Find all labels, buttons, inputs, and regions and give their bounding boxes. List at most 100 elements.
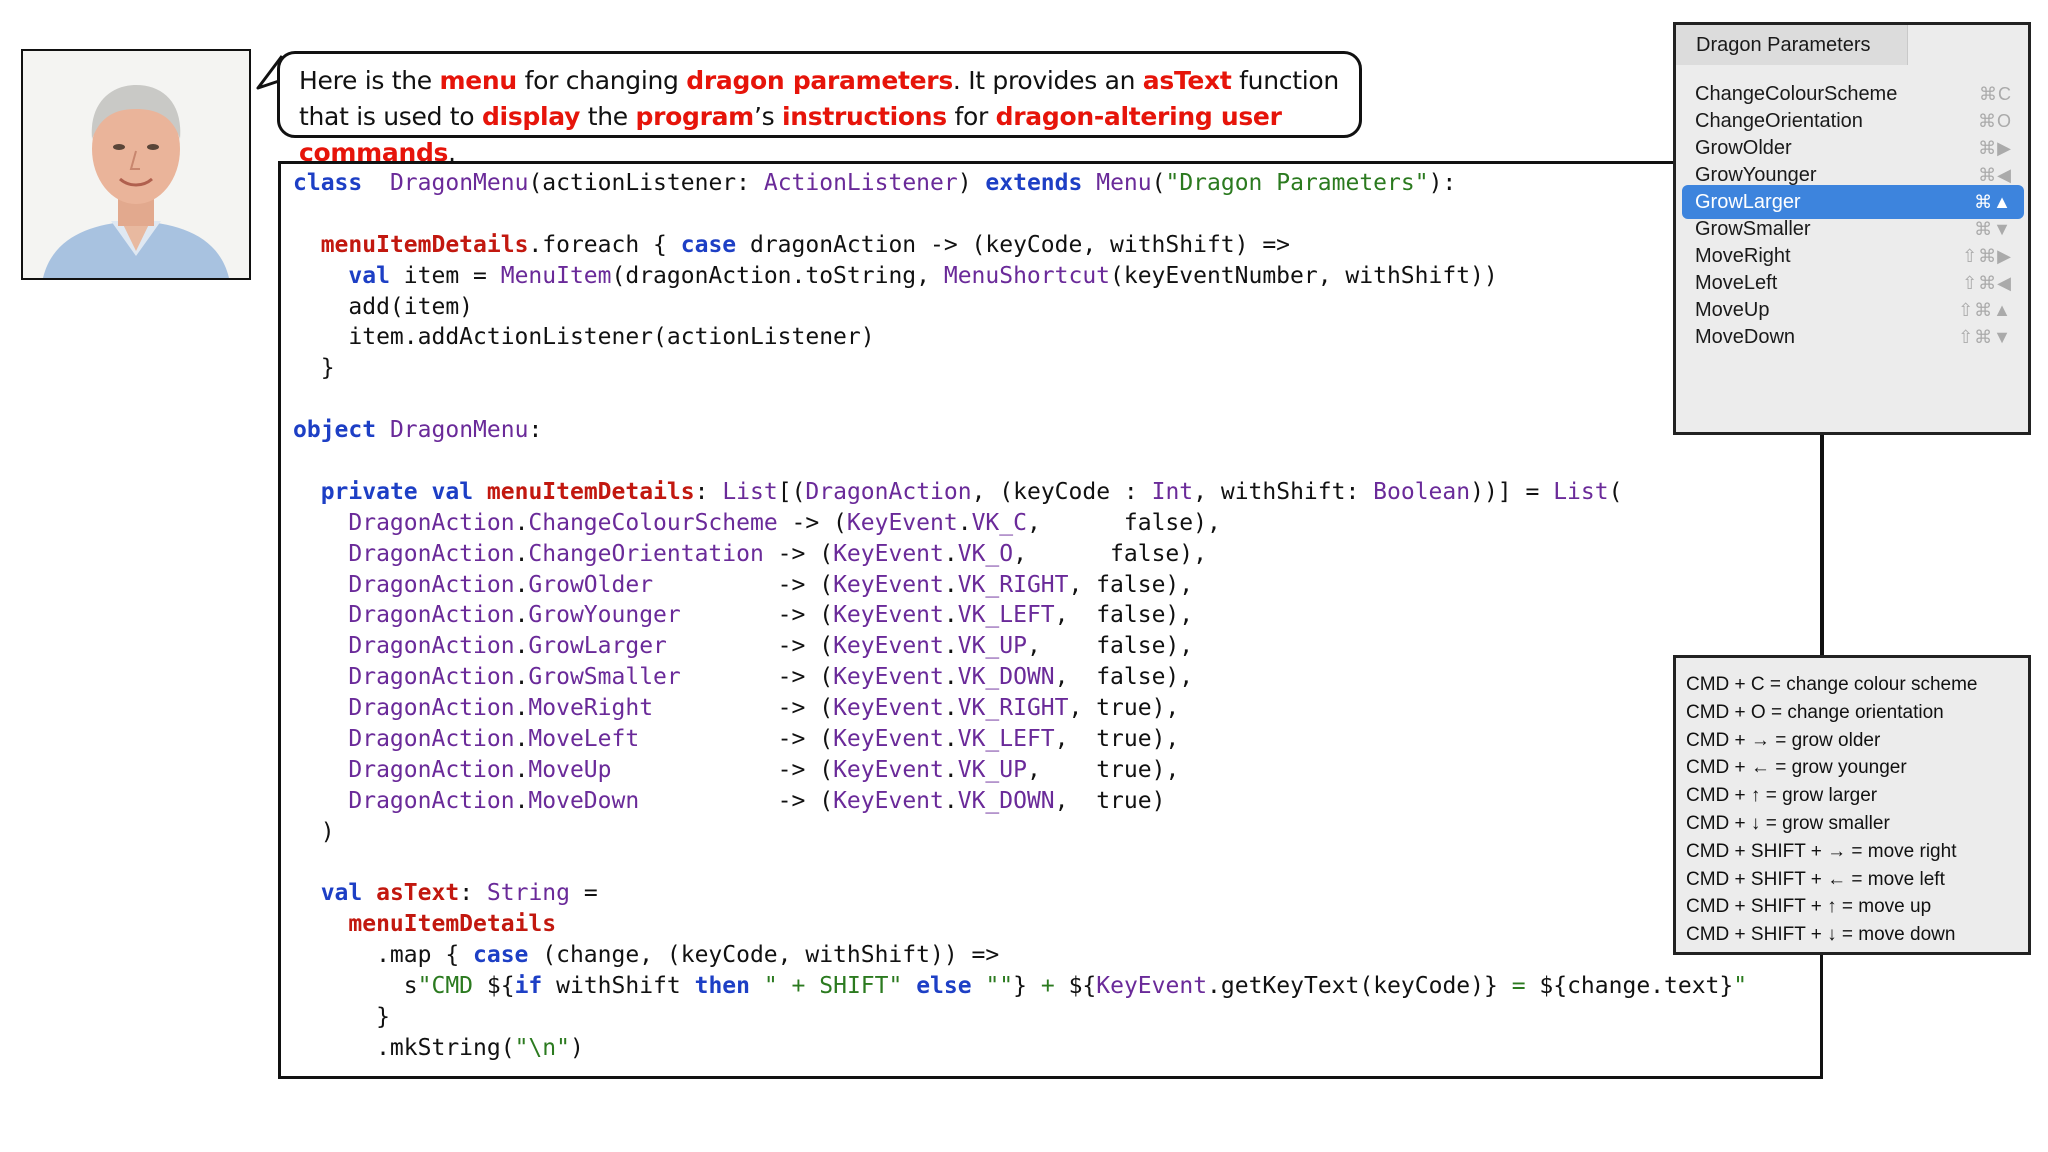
code-token: , true), <box>1068 695 1180 722</box>
menu-item-label: MoveLeft <box>1695 272 1778 294</box>
bubble-text: the <box>580 102 636 131</box>
code-token: class <box>293 170 363 196</box>
code-token: : <box>528 417 543 444</box>
instruction-line: CMD + C = change colour scheme <box>1686 674 1978 695</box>
menu-item-moveup[interactable]: MoveUp⇧⌘▲ <box>1682 293 2024 327</box>
code-token: VK_UP <box>957 756 1027 783</box>
menu-title[interactable]: Dragon Parameters <box>1676 25 1908 65</box>
highlighted-term: instructions <box>781 102 947 131</box>
code-token <box>293 633 348 659</box>
highlighted-term: display <box>481 102 581 131</box>
code-token: DragonAction <box>348 664 515 691</box>
instruction-line: CMD + SHIFT + ↑ = move up <box>1686 896 1932 918</box>
code-token: GrowLarger <box>528 633 667 660</box>
code-token: val <box>348 262 390 289</box>
instruction-line: CMD + ↑ = grow larger <box>1686 785 1878 807</box>
code-token: . <box>943 695 958 722</box>
menu-item-changecolourscheme[interactable]: ChangeColourScheme⌘C <box>1682 77 2024 111</box>
code-line: object DragonMenu: <box>293 415 1747 446</box>
instruction-line: CMD + SHIFT + → = move right <box>1686 840 1957 862</box>
code-token <box>293 726 348 752</box>
code-token: add(item) <box>293 293 474 320</box>
code-token: } <box>1013 973 1041 1000</box>
shortcut-icon: ⇧⌘◀ <box>1962 273 2012 293</box>
code-line: } <box>293 1002 1747 1033</box>
code-token: + <box>1040 973 1069 1000</box>
code-token: else <box>916 973 972 1000</box>
code-token <box>293 602 348 628</box>
code-token: MoveDown <box>528 787 640 814</box>
menu-item-label: GrowSmaller <box>1695 218 1811 240</box>
code-token: . <box>514 509 529 536</box>
code-line: val asText: String = <box>293 878 1747 909</box>
menu-item-growolder[interactable]: GrowOlder⌘▶ <box>1682 131 2024 165</box>
code-token: : <box>459 880 487 907</box>
code-token: , withShift: <box>1193 478 1374 505</box>
code-token <box>293 788 348 814</box>
code-token: VK_DOWN <box>957 787 1055 814</box>
code-token: case <box>680 231 737 258</box>
code-token: (keyEventNumber, withShift)) <box>1110 262 1498 289</box>
code-token: MenuItem <box>500 262 612 289</box>
code-token: . <box>943 787 958 814</box>
menu-item-label: GrowYounger <box>1695 164 1817 186</box>
code-token: (change, (keyCode, withShift)) => <box>528 942 1000 969</box>
code-token: if <box>514 973 543 1000</box>
code-token: -> ( <box>680 664 834 691</box>
code-token: VK_LEFT <box>957 602 1055 629</box>
code-token: . <box>943 633 958 660</box>
shortcut-icon: ⌘▼ <box>1974 219 2012 239</box>
code-token: = <box>570 880 598 907</box>
code-line: DragonAction.MoveRight -> (KeyEvent.VK_R… <box>293 693 1747 724</box>
code-token: . <box>514 571 529 598</box>
code-token: [( <box>777 478 806 505</box>
code-token: . <box>514 602 529 629</box>
code-line <box>293 446 1747 477</box>
menu-item-growyounger[interactable]: GrowYounger⌘◀ <box>1682 158 2024 192</box>
code-line: DragonAction.MoveUp -> (KeyEvent.VK_UP, … <box>293 755 1747 786</box>
code-panel <box>278 161 1823 1079</box>
code-token: . <box>957 509 972 536</box>
code-token: , true), <box>1026 756 1180 783</box>
code-token: DragonAction <box>348 509 515 536</box>
menu-item-label: MoveRight <box>1695 245 1791 267</box>
code-line: DragonAction.MoveDown -> (KeyEvent.VK_DO… <box>293 786 1747 817</box>
code-token: extends <box>985 170 1083 196</box>
menu-item-movedown[interactable]: MoveDown⇧⌘▼ <box>1682 320 2024 354</box>
code-token: Menu <box>1096 170 1152 196</box>
person-avatar-icon <box>23 51 249 278</box>
code-token: List <box>722 478 778 505</box>
code-token: -> ( <box>666 633 834 660</box>
menu-item-moveright[interactable]: MoveRight⇧⌘▶ <box>1682 239 2024 273</box>
code-line: DragonAction.GrowLarger -> (KeyEvent.VK_… <box>293 631 1747 662</box>
code-token: ${change.text} <box>1539 973 1734 1000</box>
code-token: object <box>293 417 377 444</box>
code-token: (dragonAction.toString, <box>611 262 944 289</box>
code-token: "Dragon Parameters" <box>1165 170 1429 196</box>
menu-item-growlarger[interactable]: GrowLarger⌘▲ <box>1682 185 2024 219</box>
code-token: KeyEvent <box>833 695 944 722</box>
code-token: val <box>431 478 474 505</box>
code-token: , false), <box>1026 633 1194 660</box>
code-token: -> ( <box>653 695 834 722</box>
code-token <box>293 510 348 536</box>
code-token: "" <box>985 973 1014 1000</box>
code-line: DragonAction.ChangeOrientation -> (KeyEv… <box>293 539 1747 570</box>
highlighted-term: menu <box>439 66 518 95</box>
code-token: DragonAction <box>348 602 515 629</box>
menu-item-label: ChangeColourScheme <box>1695 83 1898 105</box>
code-token: . <box>943 540 958 567</box>
menu-item-growsmaller[interactable]: GrowSmaller ⌘▼ <box>1682 212 2024 246</box>
instruction-line: CMD + SHIFT + ↓ = move down <box>1686 924 1956 946</box>
code-token: VK_RIGHT <box>957 695 1069 722</box>
code-token: , false), <box>1054 664 1194 691</box>
menu-item-label: GrowLarger <box>1695 191 1801 213</box>
code-token: VK_UP <box>957 633 1027 660</box>
code-token: "\n" <box>514 1034 570 1061</box>
code-token: = <box>1511 973 1540 1000</box>
code-token: DragonAction <box>348 571 515 598</box>
code-token: KeyEvent <box>833 602 944 629</box>
menu-item-moveleft[interactable]: MoveLeft ⇧⌘◀ <box>1682 266 2024 300</box>
bubble-text: . <box>448 138 456 167</box>
menu-item-changeorientation[interactable]: ChangeOrientation⌘O <box>1682 104 2024 138</box>
